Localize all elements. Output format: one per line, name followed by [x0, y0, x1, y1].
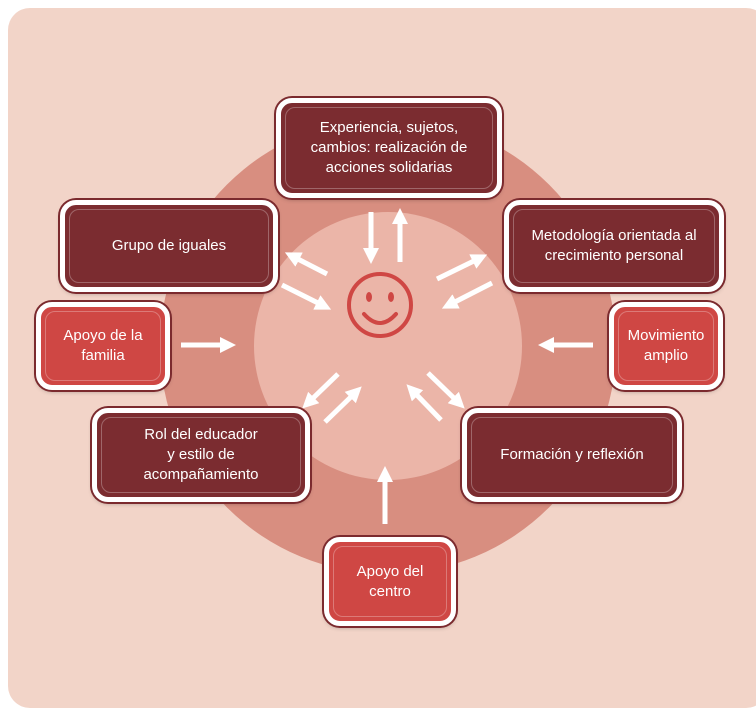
node-movimiento-amplio-label: Movimiento amplio [627, 327, 705, 364]
node-apoyo-centro: Apoyo del centro [324, 537, 456, 626]
arrow-out-upper-left [284, 252, 329, 277]
arrow-in-lower-left [323, 386, 362, 424]
smiley-face-icon [347, 272, 413, 338]
node-grupo-iguales-label: Grupo de iguales [111, 237, 227, 254]
node-experiencia: Experiencia, sujetos, cambios: realizaci… [276, 98, 502, 198]
arrow-in-upper-left [280, 282, 332, 310]
arrow-out-upper-right [435, 254, 488, 282]
node-rol-educador: Rol del educador y estilo de acompañamie… [92, 408, 310, 502]
inner-circle [254, 212, 522, 480]
arrow-out-lower-left [302, 372, 340, 409]
node-apoyo-familia: Apoyo de la familia [36, 302, 170, 390]
node-metodologia: Metodología orientada al crecimiento per… [504, 200, 724, 292]
arrow-in-lower-right [406, 384, 443, 422]
node-rol-educador-label: Rol del educador y estilo de acompañamie… [143, 426, 259, 483]
arrow-in-upper-right [441, 280, 494, 309]
node-experiencia-label: Experiencia, sujetos, cambios: realizaci… [310, 119, 468, 176]
node-apoyo-centro-label: Apoyo del centro [356, 562, 424, 600]
node-formacion-reflexion: Formación y reflexión [462, 408, 682, 502]
arrow-out-lower-right [426, 371, 465, 409]
node-movimiento-amplio: Movimiento amplio [609, 302, 723, 390]
node-apoyo-familia-label: Apoyo de la familia [63, 327, 143, 364]
node-grupo-iguales: Grupo de iguales [60, 200, 278, 292]
node-metodologia-label: Metodología orientada al crecimiento per… [531, 227, 697, 264]
node-formacion-reflexion-label: Formación y reflexión [500, 446, 644, 463]
